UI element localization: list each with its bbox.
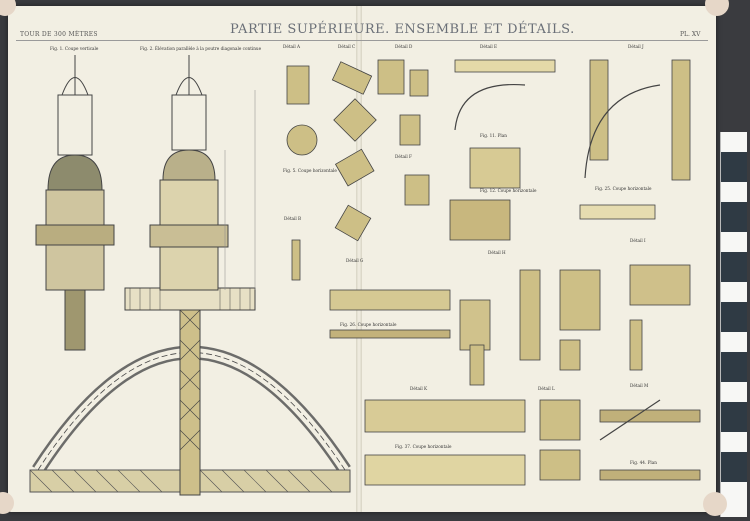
caption-detail-e: Détail E [480,44,498,49]
caption-fig5: Fig. 5. Coupe horizontale [283,168,337,173]
caption-detail-i: Détail I [630,238,646,243]
finger-bottom-left [0,492,14,514]
plate-title: PARTIE SUPÉRIEURE. ENSEMBLE ET DÉTAILS. [230,22,575,37]
finger-bottom-right [703,492,727,516]
caption-fig11: Fig. 11. Plan [480,133,507,138]
page-fold [356,6,362,512]
caption-fig2: Fig. 2. Élévation parallèle à la poutre … [140,46,262,51]
caption-detail-m: Détail M [630,383,649,388]
caption-detail-g: Détail G [346,258,364,263]
caption-fig37: Fig. 37. Coupe horizontale [395,444,452,449]
finger-top-left [0,0,16,16]
plate-header-left: TOUR DE 300 MÈTRES [20,31,98,38]
measuring-ruler [720,132,747,517]
caption-detail-j: Détail J [628,44,644,49]
header-rule [16,40,708,41]
caption-detail-k: Détail K [410,386,428,391]
caption-detail-d: Détail D [395,44,413,49]
caption-detail-l: Détail L [538,386,555,391]
caption-fig12: Fig. 12. Coupe horizontale [480,188,537,193]
plate-number: PL. XV [680,31,701,38]
caption-detail-b: Détail B [284,216,302,221]
caption-fig25: Fig. 25. Coupe horizontale [595,186,652,191]
caption-detail-a: Détail A [283,44,301,49]
caption-fig44: Fig. 44. Plan [630,460,657,465]
caption-detail-c: Détail C [338,44,356,49]
finger-top-right [705,0,729,16]
caption-fig26: Fig. 26. Coupe horizontale [340,322,397,327]
caption-fig1: Fig. 1. Coupe verticale [50,46,99,51]
caption-detail-h: Détail H [488,250,506,255]
caption-detail-f: Détail F [395,154,412,159]
